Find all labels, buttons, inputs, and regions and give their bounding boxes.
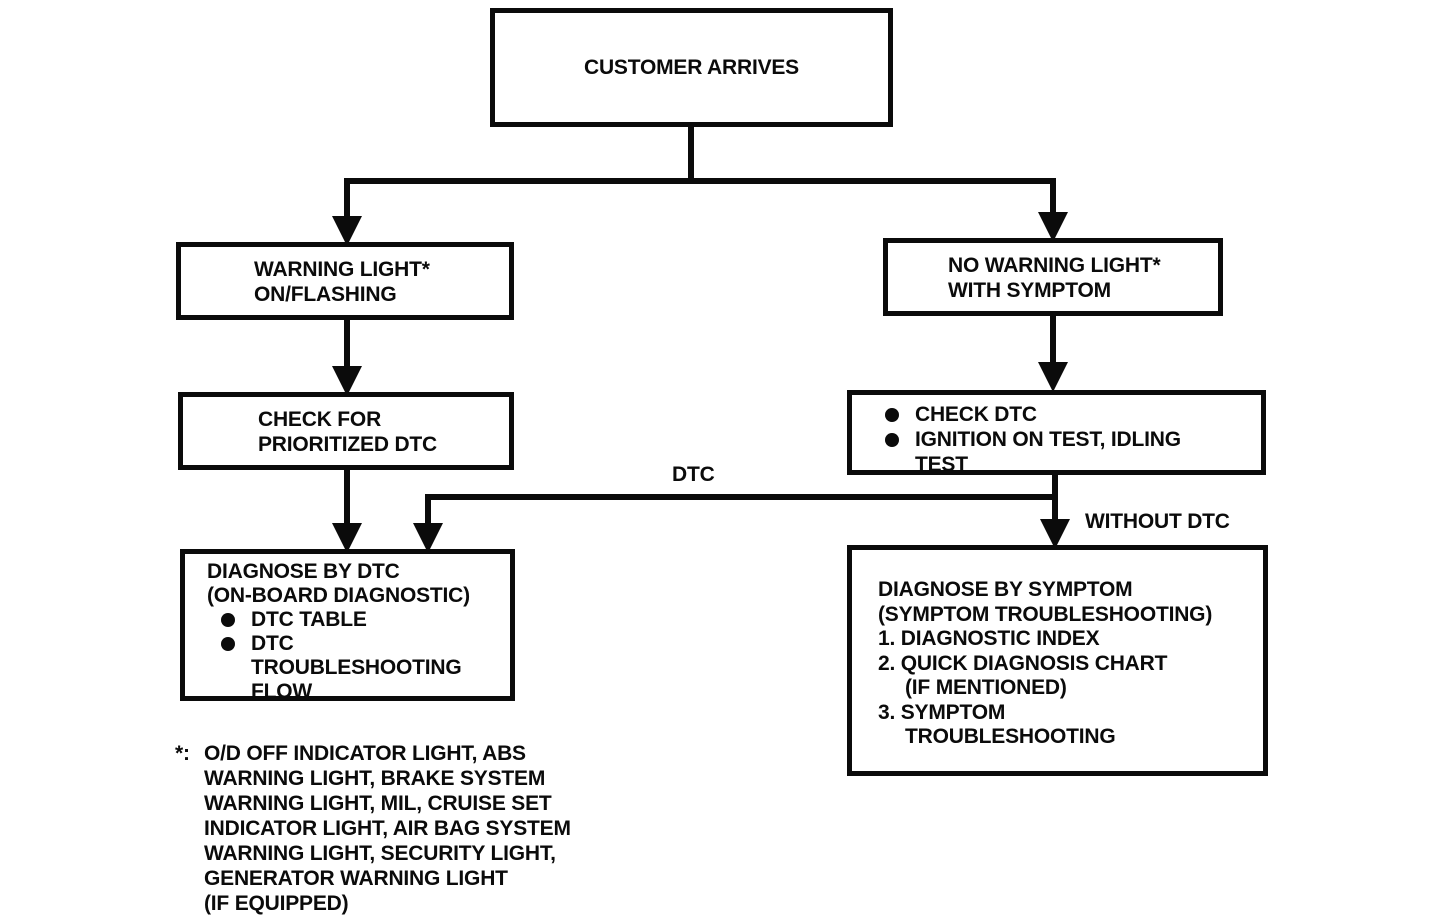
- edge-label-without-dtc: WITHOUT DTC: [1085, 510, 1230, 533]
- node-check-prioritized-dtc: CHECK FOR PRIORITIZED DTC: [178, 392, 514, 470]
- node-warning-light-line2: ON/FLASHING: [254, 283, 397, 306]
- footnote-line2: WARNING LIGHT, BRAKE SYSTEM: [204, 767, 546, 790]
- node-warning-light-line1: WARNING LIGHT*: [254, 258, 430, 281]
- connector-lines: [344, 124, 1058, 527]
- arrowheads: [332, 212, 1070, 553]
- arrowhead-no-warning-light: [1038, 212, 1068, 242]
- bullet-icon: [221, 613, 235, 627]
- diagnose-dtc-line6: FLOW: [251, 680, 313, 703]
- bullet-icon: [885, 407, 899, 422]
- node-customer-arrives-label: CUSTOMER ARRIVES: [584, 56, 799, 79]
- check-dtc-line1-text: CHECK DTC: [915, 403, 1037, 426]
- diagnose-dtc-line3-text: DTC TABLE: [251, 608, 367, 631]
- diagnose-symptom-line3: 1. DIAGNOSTIC INDEX: [878, 627, 1100, 650]
- footnote-marker: *:: [175, 742, 190, 765]
- node-warning-light: WARNING LIGHT* ON/FLASHING: [176, 242, 514, 320]
- edge-dtc-branch: [425, 494, 1055, 527]
- node-no-warning-light-line1: NO WARNING LIGHT*: [948, 254, 1161, 277]
- diagnose-dtc-line2: (ON-BOARD DIAGNOSTIC): [207, 584, 470, 607]
- diagnose-symptom-line6: 3. SYMPTOM: [878, 700, 1006, 724]
- node-customer-arrives: CUSTOMER ARRIVES: [490, 8, 893, 127]
- footnote-line5: WARNING LIGHT, SECURITY LIGHT,: [204, 842, 556, 865]
- node-no-warning-light-line2: WITH SYMPTOM: [948, 279, 1111, 302]
- diagnose-symptom-line5: (IF MENTIONED): [905, 676, 1067, 699]
- node-check-prioritized-line2: PRIORITIZED DTC: [258, 433, 437, 456]
- node-diagnose-by-dtc: DIAGNOSE BY DTC (ON-BOARD DIAGNOSTIC) DT…: [180, 549, 515, 703]
- footnote: *: O/D OFF INDICATOR LIGHT, ABS WARNING …: [175, 741, 571, 916]
- diagnose-symptom-line7: TROUBLESHOOTING: [905, 725, 1116, 748]
- diagnose-symptom-line4: 2. QUICK DIAGNOSIS CHART: [878, 651, 1168, 675]
- check-dtc-bullet-line2: IGNITION ON TEST, IDLING: [885, 427, 1261, 452]
- footnote-line6: GENERATOR WARNING LIGHT: [204, 867, 508, 890]
- diagnose-dtc-line5: TROUBLESHOOTING: [251, 656, 462, 679]
- footnote-lines: O/D OFF INDICATOR LIGHT, ABS WARNING LIG…: [204, 741, 571, 916]
- diagnose-dtc-bullet-line4: DTC: [207, 632, 510, 656]
- node-no-warning-light: NO WARNING LIGHT* WITH SYMPTOM: [883, 238, 1223, 316]
- diagnose-dtc-line1: DIAGNOSE BY DTC: [207, 560, 400, 583]
- check-dtc-bullet-line1: CHECK DTC: [885, 402, 1261, 427]
- bullet-icon: [221, 637, 235, 651]
- diagnose-dtc-line4-text: DTC: [251, 632, 294, 655]
- diagnose-symptom-line2: (SYMPTOM TROUBLESHOOTING): [878, 602, 1213, 626]
- arrowhead-diagnose-dtc-branch: [413, 523, 443, 553]
- arrowhead-check-prioritized: [332, 366, 362, 396]
- arrowhead-diagnose-symptom: [1040, 519, 1070, 549]
- arrowhead-diagnose-dtc-left: [332, 523, 362, 553]
- node-check-dtc-tests: CHECK DTC IGNITION ON TEST, IDLING TEST: [847, 390, 1266, 476]
- check-dtc-line3-text: TEST: [915, 453, 968, 476]
- node-check-prioritized-line1: CHECK FOR: [258, 408, 382, 431]
- arrowhead-check-dtc: [1038, 362, 1068, 392]
- footnote-line1: O/D OFF INDICATOR LIGHT, ABS: [204, 742, 526, 765]
- diagnose-dtc-bullet-line3: DTC TABLE: [207, 608, 510, 632]
- arrowhead-warning-light: [332, 216, 362, 246]
- footnote-line7: (IF EQUIPPED): [204, 892, 349, 915]
- footnote-line3: WARNING LIGHT, MIL, CRUISE SET: [204, 792, 552, 815]
- node-diagnose-by-symptom: DIAGNOSE BY SYMPTOM (SYMPTOM TROUBLESHOO…: [847, 545, 1268, 776]
- bullet-icon: [885, 432, 899, 447]
- diagnose-symptom-line1: DIAGNOSE BY SYMPTOM: [878, 578, 1133, 601]
- edge-label-dtc: DTC: [672, 463, 715, 486]
- footnote-line4: INDICATOR LIGHT, AIR BAG SYSTEM: [204, 817, 571, 840]
- check-dtc-line2-text: IGNITION ON TEST, IDLING: [915, 428, 1181, 451]
